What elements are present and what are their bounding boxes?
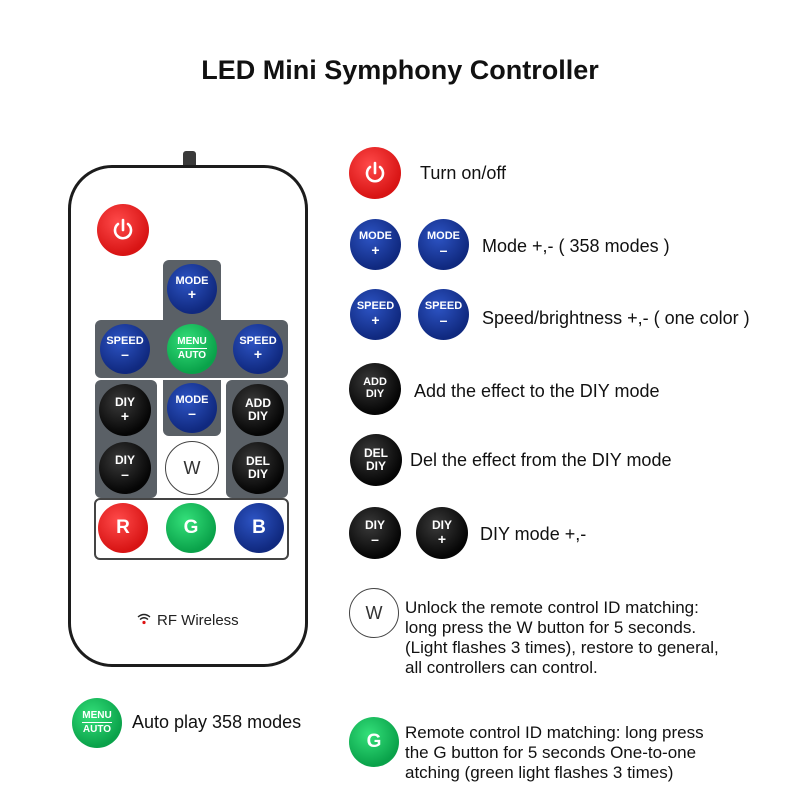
menu-label: MENU bbox=[82, 710, 112, 723]
r-label: R bbox=[116, 517, 130, 539]
legend-w-icon: W bbox=[349, 588, 399, 638]
remote-diy-minus-button[interactable]: DIY – bbox=[99, 442, 151, 494]
diy-label: DIY bbox=[114, 453, 135, 468]
legend-w-line3: (Light flashes 3 times), restore to gene… bbox=[405, 638, 719, 657]
del-label: DEL bbox=[246, 454, 270, 469]
remote-g-button[interactable]: G bbox=[166, 503, 216, 553]
speed-label: SPEED bbox=[356, 300, 395, 313]
mode-label: MODE bbox=[359, 230, 392, 243]
legend-mode-plus-icon: MODE + bbox=[350, 219, 401, 270]
legend-w-line4: all controllers can control. bbox=[405, 658, 598, 677]
diy-label: DIY bbox=[114, 395, 135, 410]
del-label: DEL bbox=[364, 446, 388, 461]
remote-power-button[interactable] bbox=[97, 204, 149, 256]
minus-label: – bbox=[121, 346, 129, 363]
plus-label: + bbox=[187, 286, 197, 303]
legend-mode-text: Mode +,- ( 358 modes ) bbox=[482, 236, 670, 256]
legend-add-text: Add the effect to the DIY mode bbox=[414, 381, 660, 401]
remote-add-diy-button[interactable]: ADD DIY bbox=[232, 384, 284, 436]
diy-label: DIY bbox=[247, 467, 268, 481]
legend-w-line1: Unlock the remote control ID matching: bbox=[405, 598, 699, 617]
remote-mode-minus-button[interactable]: MODE – bbox=[167, 383, 217, 433]
g-label: G bbox=[366, 731, 382, 753]
speed-label: SPEED bbox=[106, 334, 144, 347]
legend-speed-plus-icon: SPEED + bbox=[350, 289, 401, 340]
legend-mode-minus-icon: MODE – bbox=[418, 219, 469, 270]
w-label: W bbox=[183, 457, 201, 478]
w-label: W bbox=[365, 602, 383, 623]
diy-label: DIY bbox=[431, 518, 452, 533]
page-title: LED Mini Symphony Controller bbox=[201, 55, 599, 85]
legend-g-line1: Remote control ID matching: long press bbox=[405, 723, 704, 742]
legend-diy-plus-icon: DIY + bbox=[416, 507, 468, 559]
power-icon bbox=[113, 218, 133, 240]
legend-w-text: Unlock the remote control ID matching: l… bbox=[405, 598, 719, 678]
g-label: G bbox=[183, 517, 199, 539]
remote-b-button[interactable]: B bbox=[234, 503, 284, 553]
plus-label: + bbox=[437, 530, 447, 547]
menu-label: MENU bbox=[177, 336, 207, 349]
legend-g-line2: the G button for 5 seconds One-to-one bbox=[405, 743, 697, 762]
remote-speed-plus-button[interactable]: SPEED + bbox=[233, 324, 283, 374]
remote-w-button[interactable]: W bbox=[165, 441, 219, 495]
remote-antenna bbox=[183, 151, 196, 167]
legend-g-text: Remote control ID matching: long press t… bbox=[405, 723, 704, 783]
diy-label: DIY bbox=[364, 518, 385, 533]
legend-menu-auto-icon: MENU AUTO bbox=[72, 698, 122, 748]
legend-g-icon: G bbox=[349, 717, 399, 767]
mode-label: MODE bbox=[175, 393, 209, 406]
legend-power-text: Turn on/off bbox=[420, 163, 507, 183]
minus-label: – bbox=[188, 405, 196, 422]
mode-label: MODE bbox=[175, 274, 209, 287]
b-label: B bbox=[252, 517, 266, 539]
legend-speed-minus-icon: SPEED – bbox=[418, 289, 469, 340]
legend-del-diy-icon: DEL DIY bbox=[350, 434, 402, 486]
minus-label: – bbox=[121, 465, 129, 482]
minus-label: – bbox=[439, 241, 448, 258]
plus-label: + bbox=[253, 346, 263, 363]
auto-label: AUTO bbox=[177, 350, 207, 361]
remote-menu-auto-button[interactable]: MENU AUTO bbox=[167, 324, 217, 374]
minus-label: – bbox=[371, 530, 379, 547]
wireless-icon bbox=[137, 613, 151, 628]
diy-label: DIY bbox=[247, 409, 268, 423]
speed-label: SPEED bbox=[424, 300, 463, 313]
rf-text: RF Wireless bbox=[157, 612, 239, 629]
power-icon bbox=[365, 161, 385, 183]
remote-diy-plus-button[interactable]: DIY + bbox=[99, 384, 151, 436]
plus-label: + bbox=[120, 407, 130, 424]
remote-del-diy-button[interactable]: DEL DIY bbox=[232, 442, 284, 494]
legend-del-text: Del the effect from the DIY mode bbox=[410, 450, 672, 470]
legend-power-icon bbox=[349, 147, 401, 199]
mode-label: MODE bbox=[427, 230, 460, 243]
plus-label: + bbox=[371, 241, 380, 258]
remote-mode-plus-button[interactable]: MODE + bbox=[167, 264, 217, 314]
plus-label: + bbox=[371, 311, 380, 328]
add-label: ADD bbox=[363, 376, 387, 389]
legend-diy-text: DIY mode +,- bbox=[480, 524, 587, 544]
remote-speed-minus-button[interactable]: SPEED – bbox=[100, 324, 150, 374]
legend-speed-text: Speed/brightness +,- ( one color ) bbox=[482, 308, 750, 328]
remote-r-button[interactable]: R bbox=[98, 503, 148, 553]
speed-label: SPEED bbox=[239, 334, 277, 347]
legend-g-line3: atching (green light flashes 3 times) bbox=[405, 763, 674, 782]
diy-label: DIY bbox=[365, 459, 386, 473]
legend-add-diy-icon: ADD DIY bbox=[349, 363, 401, 415]
diy-label: DIY bbox=[365, 388, 385, 400]
add-label: ADD bbox=[245, 396, 271, 411]
auto-label: AUTO bbox=[82, 724, 112, 735]
legend-w-line2: long press the W button for 5 seconds. bbox=[405, 618, 697, 637]
legend-diy-minus-icon: DIY – bbox=[349, 507, 401, 559]
minus-label: – bbox=[439, 311, 448, 328]
legend-auto-text: Auto play 358 modes bbox=[132, 712, 302, 732]
rf-wireless-label: RF Wireless bbox=[137, 612, 239, 629]
